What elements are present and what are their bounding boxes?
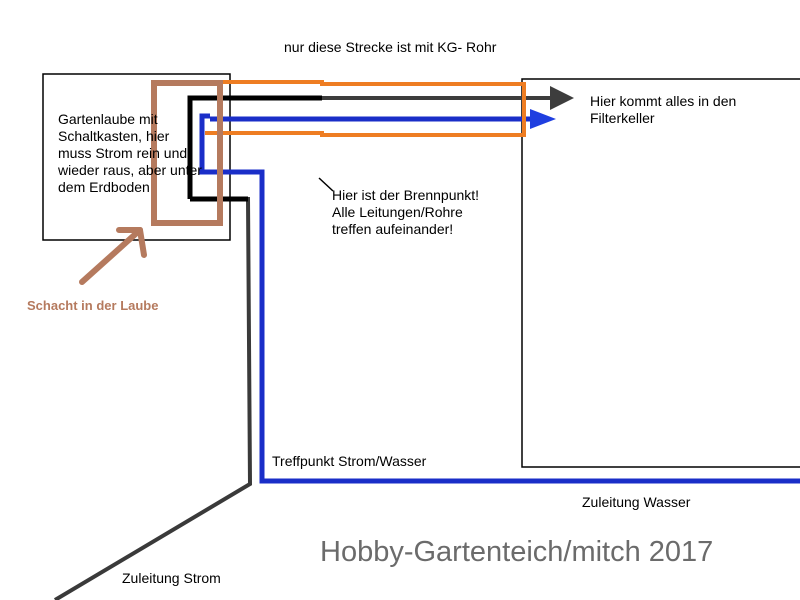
- filterkeller-label: Hier kommt alles in den Filterkeller: [590, 93, 737, 126]
- brennpunkt-pointer: [318, 177, 334, 192]
- power-line: [53, 197, 253, 600]
- kg-pipe-outline: [205, 80, 526, 137]
- kg-rohr-label: nur diese Strecke ist mit KG- Rohr: [284, 39, 497, 55]
- zuleitung-strom-label: Zuleitung Strom: [122, 570, 221, 586]
- brennpunkt-label: Hier ist der Brennpunkt! Alle Leitungen/…: [332, 187, 480, 237]
- schacht-arrow-shaft: [79, 227, 143, 285]
- schacht-box: [151, 80, 223, 226]
- zuleitung-wasser-label: Zuleitung Wasser: [582, 494, 691, 510]
- schacht-label: Schacht in der Laube: [27, 298, 159, 313]
- water-arrow-icon: [530, 109, 556, 129]
- black-line: [187, 95, 322, 199]
- schacht-arrow-icon: [116, 227, 147, 258]
- gartenlaube-box: [42, 73, 231, 241]
- gartenlaube-label: Gartenlaube mit Schaltkasten, hier muss …: [58, 111, 202, 195]
- gray-arrow-icon: [550, 86, 574, 110]
- watermark: Hobby-Gartenteich/mitch 2017: [320, 536, 714, 568]
- treffpunkt-label: Treffpunkt Strom/Wasser: [272, 453, 427, 469]
- water-line: [199, 113, 800, 484]
- filterkeller-box: [521, 78, 800, 468]
